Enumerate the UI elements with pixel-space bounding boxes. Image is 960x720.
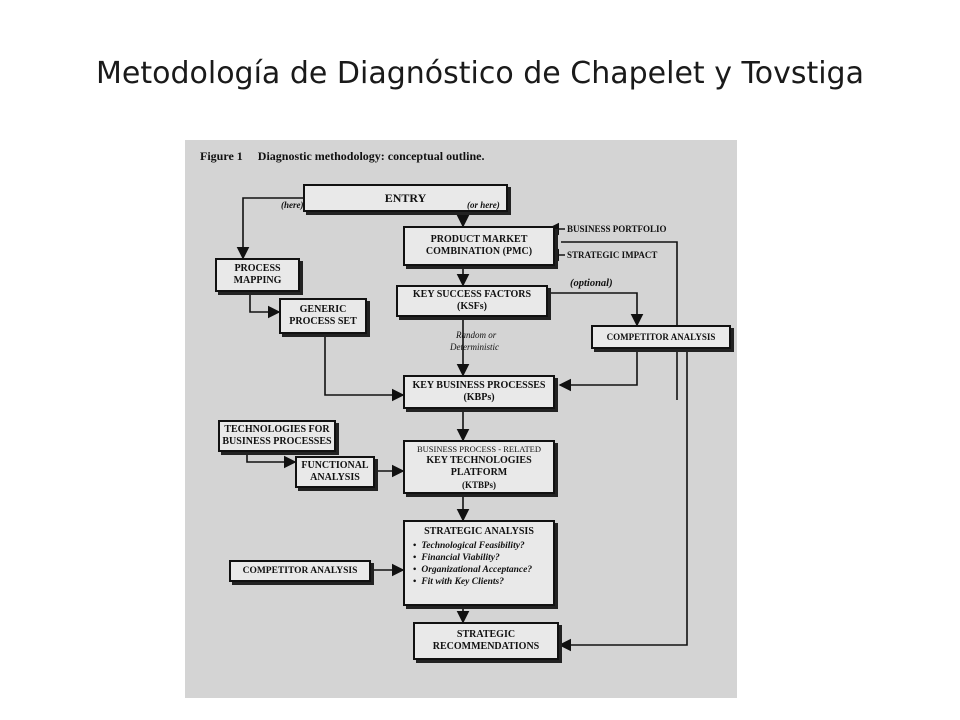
arrow-entry-to-process-mapping bbox=[236, 197, 303, 260]
ktbp-box: BUSINESS PROCESS - RELATED KEY TECHNOLOG… bbox=[403, 440, 555, 494]
generic-line-2: PROCESS SET bbox=[289, 316, 357, 327]
recommendations-line-2: RECOMMENDATIONS bbox=[432, 641, 540, 652]
arrow-process-mapping-to-generic bbox=[249, 290, 281, 319]
kbp-line-1: KEY BUSINESS PROCESSES bbox=[412, 380, 546, 391]
competitor-analysis-right-box: COMPETITOR ANALYSIS bbox=[591, 325, 731, 349]
entry-box: ENTRY bbox=[303, 184, 508, 212]
business-portfolio-label: BUSINESS PORTFOLIO bbox=[567, 224, 667, 234]
process-mapping-box: PROCESS MAPPING bbox=[215, 258, 300, 292]
arrow-right-loop bbox=[560, 241, 688, 645]
ksf-line-1: KEY SUCCESS FACTORS bbox=[412, 289, 532, 300]
kbp-line-2: (KBPs) bbox=[463, 392, 495, 403]
arrow-generic-to-kbp bbox=[324, 333, 405, 402]
slide-title: Metodología de Diagnóstico de Chapelet y… bbox=[96, 56, 864, 91]
functional-line-2: ANALYSIS bbox=[310, 472, 360, 483]
pmc-line-2: COMBINATION (PMC) bbox=[425, 246, 533, 257]
optional-label: (optional) bbox=[570, 278, 613, 289]
figure-number: Figure 1 bbox=[200, 149, 243, 163]
arrow-technologies-to-functional bbox=[246, 450, 297, 469]
functional-line-1: FUNCTIONAL bbox=[301, 460, 369, 471]
strategic-item: Fit with Key Clients? bbox=[413, 576, 553, 588]
strategic-recommendations-box: STRATEGIC RECOMMENDATIONS bbox=[413, 622, 559, 660]
competitor-right-label: COMPETITOR ANALYSIS bbox=[606, 332, 716, 342]
strategic-item: Organizational Acceptance? bbox=[413, 564, 553, 576]
competitor-left-label: COMPETITOR ANALYSIS bbox=[242, 566, 358, 576]
kbp-box: KEY BUSINESS PROCESSES (KBPs) bbox=[403, 375, 555, 409]
functional-analysis-box: FUNCTIONAL ANALYSIS bbox=[295, 456, 375, 488]
strategic-analysis-title: STRATEGIC ANALYSIS bbox=[424, 526, 534, 537]
strategic-analysis-box: STRATEGIC ANALYSIS Technological Feasibi… bbox=[403, 520, 555, 606]
ktbp-line-3: PLATFORM bbox=[450, 467, 508, 478]
pmc-box: PRODUCT MARKET COMBINATION (PMC) bbox=[403, 226, 555, 266]
arrow-ksf-to-competitor bbox=[548, 292, 644, 327]
recommendations-line-1: STRATEGIC bbox=[456, 629, 516, 640]
technologies-line-2: BUSINESS PROCESSES bbox=[222, 436, 332, 447]
competitor-analysis-left-box: COMPETITOR ANALYSIS bbox=[229, 560, 371, 582]
figure-caption: Figure 1 Diagnostic methodology: concept… bbox=[200, 149, 484, 164]
ktbp-line-2: KEY TECHNOLOGIES bbox=[426, 455, 532, 466]
ksf-box: KEY SUCCESS FACTORS (KSFs) bbox=[396, 285, 548, 317]
strategic-impact-label: STRATEGIC IMPACT bbox=[567, 250, 658, 260]
process-mapping-line-2: MAPPING bbox=[233, 275, 282, 286]
strategic-item: Technological Feasibility? bbox=[413, 540, 553, 552]
ktbp-line-1: BUSINESS PROCESS - RELATED bbox=[417, 444, 541, 454]
diagram-figure: Figure 1 Diagnostic methodology: concept… bbox=[185, 140, 737, 698]
strategic-item: Financial Viability? bbox=[413, 552, 553, 564]
or-here-label: (or here) bbox=[467, 200, 500, 210]
deterministic-label: Deterministic bbox=[450, 342, 499, 352]
strategic-analysis-list: Technological Feasibility? Financial Via… bbox=[405, 540, 553, 588]
pmc-line-1: PRODUCT MARKET bbox=[430, 234, 528, 245]
process-mapping-line-1: PROCESS bbox=[234, 263, 281, 274]
figure-caption-text: Diagnostic methodology: conceptual outli… bbox=[257, 149, 485, 163]
generic-process-set-box: GENERIC PROCESS SET bbox=[279, 298, 367, 334]
here-label: (here) bbox=[281, 200, 304, 210]
technologies-line-1: TECHNOLOGIES FOR bbox=[224, 424, 330, 435]
generic-line-1: GENERIC bbox=[299, 304, 347, 315]
arrow-competitor-to-kbp bbox=[558, 350, 638, 392]
ksf-line-2: (KSFs) bbox=[457, 301, 487, 312]
entry-label: ENTRY bbox=[384, 191, 427, 205]
technologies-box: TECHNOLOGIES FOR BUSINESS PROCESSES bbox=[218, 420, 336, 452]
ktbp-line-4: (KTBPs) bbox=[461, 480, 496, 490]
random-or-label: Random or bbox=[456, 330, 497, 340]
